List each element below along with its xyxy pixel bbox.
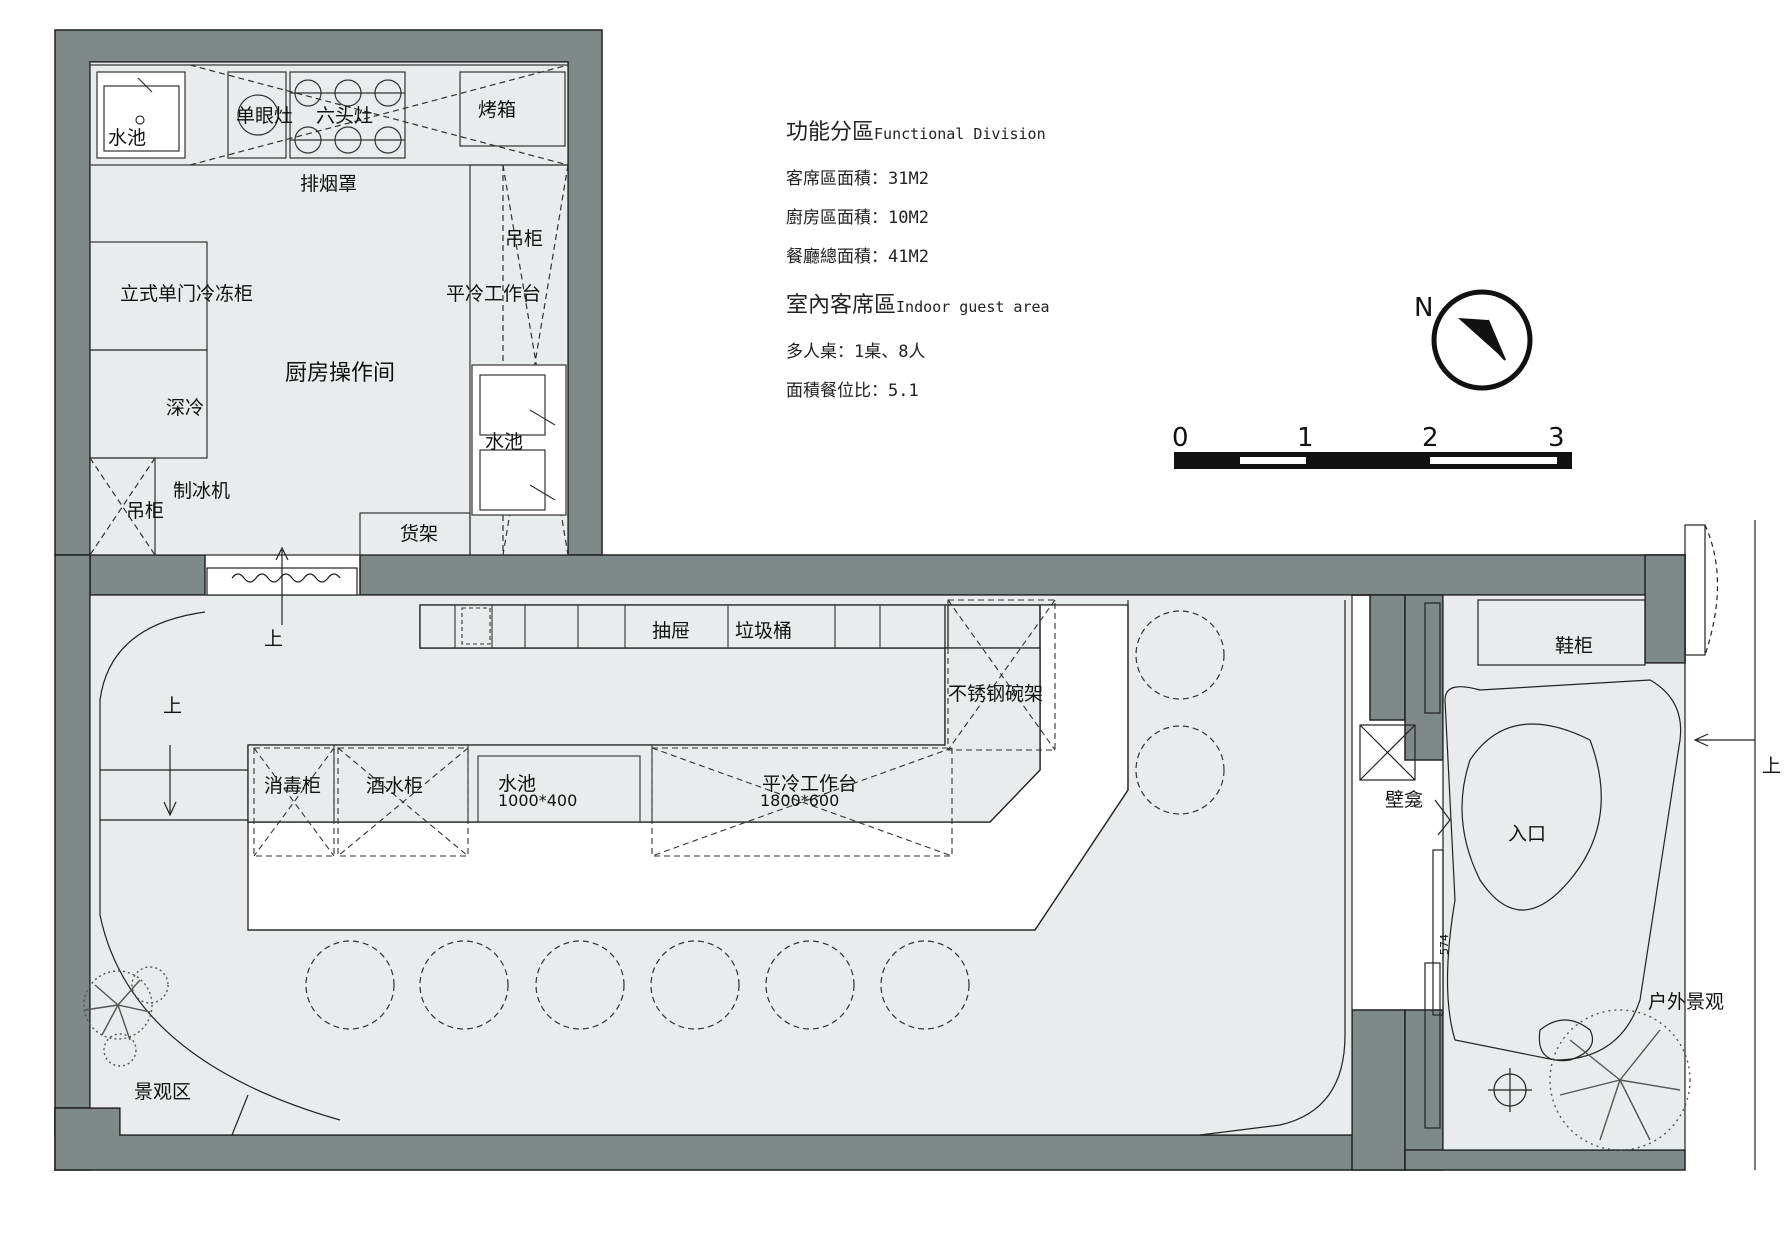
label-entrance: 入口 [1508, 823, 1546, 845]
scale-0: 0 [1172, 423, 1189, 453]
indoor-title-en: Indoor guest area [896, 298, 1050, 316]
kitchen-labels: 水池 单眼灶 六头灶 烤箱 排烟罩 吊柜 立式单门冷冻柜 平冷工作台 厨房操作间… [108, 99, 543, 545]
label-kitchen-room: 厨房操作间 [285, 361, 395, 386]
scale-3: 3 [1548, 423, 1565, 453]
label-wine-cabinet: 酒水柜 [366, 775, 423, 797]
label-sink-kitchen: 水池 [108, 127, 146, 149]
entrance-fixtures [1359, 520, 1756, 1170]
label-niche: 壁龛 [1385, 789, 1423, 811]
info-line-5: 面積餐位比：5.1 [786, 381, 919, 401]
info-line-2: 廚房區面積：10M2 [786, 208, 929, 228]
info-line-3: 餐廳總面積：41M2 [786, 247, 929, 267]
info-panel: 功能分區Functional Division 客席區面積：31M2 廚房區面積… [786, 114, 1186, 401]
banquette [248, 600, 1346, 1136]
label-disinfection: 消毒柜 [264, 775, 321, 797]
label-up-left: 上 [163, 695, 182, 717]
steps [99, 611, 341, 1136]
info-line-4: 多人桌：1桌、8人 [786, 342, 926, 362]
functional-title-en: Functional Division [874, 125, 1046, 143]
bar-subdivisions [247, 599, 1056, 857]
label-bar-sink: 水池 [498, 773, 536, 795]
stools [305, 610, 1225, 1030]
label-deep-freeze: 深冷 [166, 397, 204, 419]
north-arrow: N [1414, 289, 1533, 391]
tree-icon-outdoor [1549, 1009, 1691, 1151]
label-drawer: 抽屉 [652, 620, 690, 642]
label-shoe-cabinet: 鞋柜 [1555, 635, 1593, 657]
label-six-burner: 六头灶 [316, 105, 373, 127]
label-bar-table-size: 1800*600 [760, 791, 839, 810]
label-oven: 烤箱 [478, 99, 516, 121]
label-shelf: 货架 [400, 523, 438, 545]
hall-labels: 上 上 抽屉 垃圾桶 不锈钢碗架 消毒柜 酒水柜 水池 1000*400 平冷工… [134, 620, 1043, 1103]
indoor-title: 室內客席區Indoor guest area [786, 287, 1186, 319]
entrance-labels: 壁龛 入口 鞋柜 户外景观 上 574 [1385, 635, 1781, 1013]
label-single-burner: 单眼灶 [236, 105, 293, 127]
label-flat-work-table-k: 平冷工作台 [446, 283, 541, 305]
label-steel-rack: 不锈钢碗架 [948, 683, 1043, 705]
scale-2: 2 [1422, 423, 1439, 453]
functional-title-cn: 功能分區 [786, 120, 875, 145]
north-label: N [1414, 293, 1433, 323]
label-hood: 排烟罩 [300, 173, 357, 195]
label-up-right: 上 [1762, 755, 1781, 777]
label-outdoor-landscape: 户外景观 [1648, 991, 1724, 1013]
compass-icon [1458, 318, 1505, 360]
label-sink-right: 水池 [485, 431, 523, 453]
info-line-1: 客席區面積：31M2 [786, 169, 929, 189]
label-bar-sink-size: 1000*400 [498, 791, 577, 810]
indoor-title-cn: 室內客席區 [786, 293, 897, 318]
label-dimension: 574 [1438, 934, 1451, 955]
label-upright-freezer: 立式单门冷冻柜 [120, 283, 253, 305]
label-landscape-area: 景观区 [134, 1081, 191, 1103]
functional-title: 功能分區Functional Division [786, 114, 1186, 146]
scale-1: 1 [1297, 423, 1314, 453]
label-trash-bin: 垃圾桶 [735, 620, 792, 642]
label-hanging-cabinet-left: 吊柜 [126, 500, 164, 522]
label-up-stair-top: 上 [264, 628, 283, 650]
label-bar-table: 平冷工作台 [762, 773, 857, 795]
kitchen-fixtures [89, 64, 569, 625]
label-hanging-cabinet-right: 吊柜 [505, 228, 543, 250]
scale-bar: 0 1 2 3 [1172, 423, 1572, 469]
label-ice-maker: 制冰机 [173, 480, 230, 502]
walls [54, 29, 1686, 1171]
tree-icon [83, 966, 169, 1067]
